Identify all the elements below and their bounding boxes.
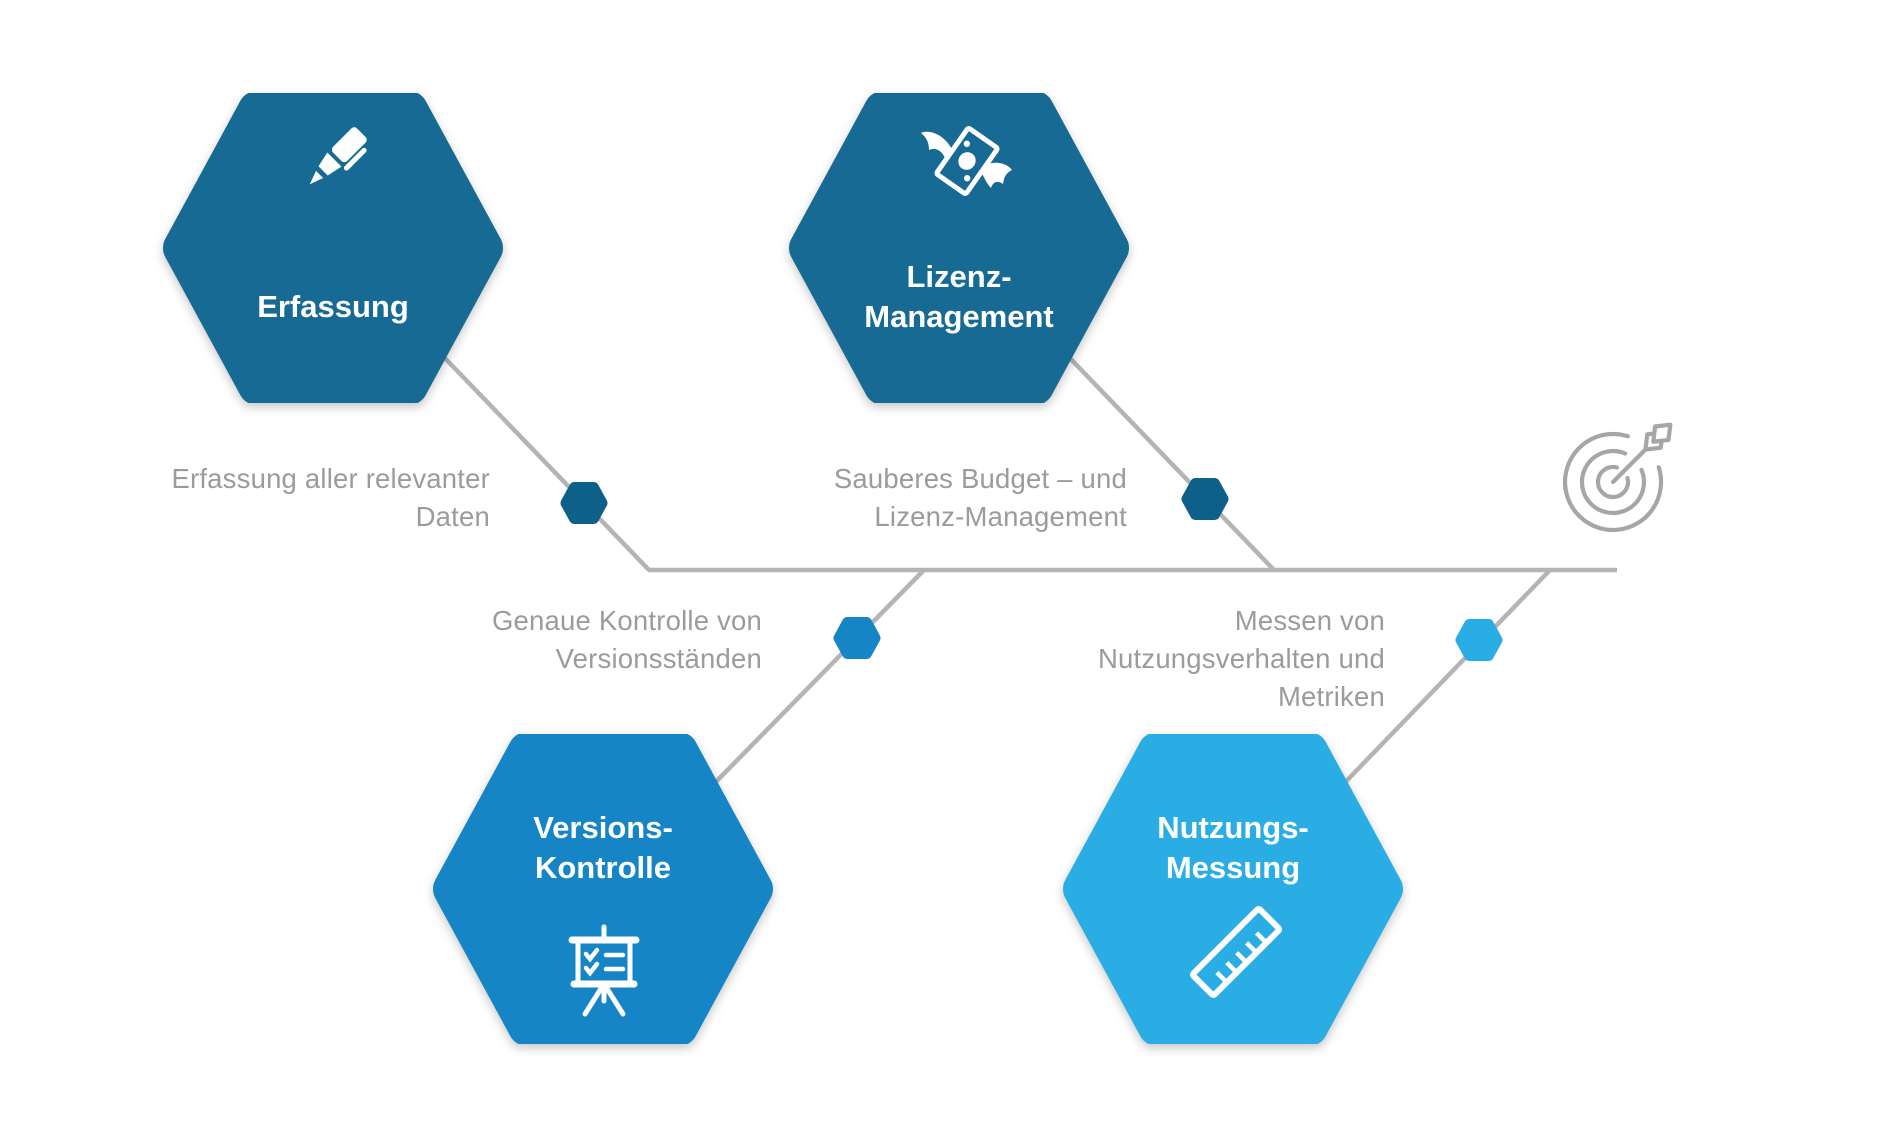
hexagon-shape: [1063, 734, 1403, 1044]
pen-icon: [288, 118, 378, 213]
hexagon-title: Nutzungs- Messung: [1063, 808, 1403, 888]
hexagon-node-lizenz-management: Lizenz- Management: [789, 93, 1129, 403]
title-line: Erfassung: [257, 289, 409, 324]
hexagon-node-nutzungs-messung: Nutzungs- Messung: [1063, 734, 1403, 1044]
description-line: Sauberes Budget – und: [833, 463, 1127, 494]
hexagon-node-versions-kontrolle: Versions- Kontrolle: [433, 734, 773, 1044]
ruler-icon: [1181, 896, 1291, 1011]
timeline-marker: [1181, 478, 1229, 520]
hexagon-shape: [163, 93, 503, 403]
title-line: Management: [864, 299, 1054, 334]
timeline-marker: [833, 617, 881, 659]
description-line: Nutzungsverhalten und: [1097, 643, 1385, 674]
hexagon-title: Erfassung: [163, 287, 503, 327]
timeline-marker: [1455, 619, 1503, 661]
timeline-marker: [560, 482, 608, 524]
description-line: Erfassung aller relevanter: [171, 463, 490, 494]
description-line: Messen von: [1234, 605, 1385, 636]
node-description-nutzungs: Messen von Nutzungsverhalten und Metrike…: [1035, 602, 1385, 716]
description-line: Genaue Kontrolle von: [491, 605, 762, 636]
hexagon-shape: [433, 734, 773, 1044]
money-wings-icon: [917, 115, 1017, 215]
description-line: Daten: [415, 501, 490, 532]
node-description-erfassung: Erfassung aller relevanter Daten: [140, 460, 490, 536]
title-line: Versions-: [533, 810, 673, 845]
title-line: Kontrolle: [534, 850, 672, 885]
description-line: Metriken: [1277, 681, 1385, 712]
hexagon-title: Versions- Kontrolle: [433, 808, 773, 888]
title-line: Lizenz-: [906, 259, 1012, 294]
target-arrow-icon: [1562, 422, 1673, 533]
presentation-board-icon: [559, 924, 649, 1024]
hexagon-title: Lizenz- Management: [789, 257, 1129, 337]
hexagon-node-erfassung: Erfassung: [163, 93, 503, 403]
title-line: Messung: [1165, 850, 1301, 885]
title-line: Nutzungs-: [1157, 810, 1309, 845]
description-line: Lizenz-Management: [874, 501, 1127, 532]
hexagon-shape: [789, 93, 1129, 403]
node-description-lizenz: Sauberes Budget – und Lizenz-Management: [777, 460, 1127, 536]
description-line: Versionsständen: [555, 643, 762, 674]
node-description-versions: Genaue Kontrolle von Versionsständen: [412, 602, 762, 678]
